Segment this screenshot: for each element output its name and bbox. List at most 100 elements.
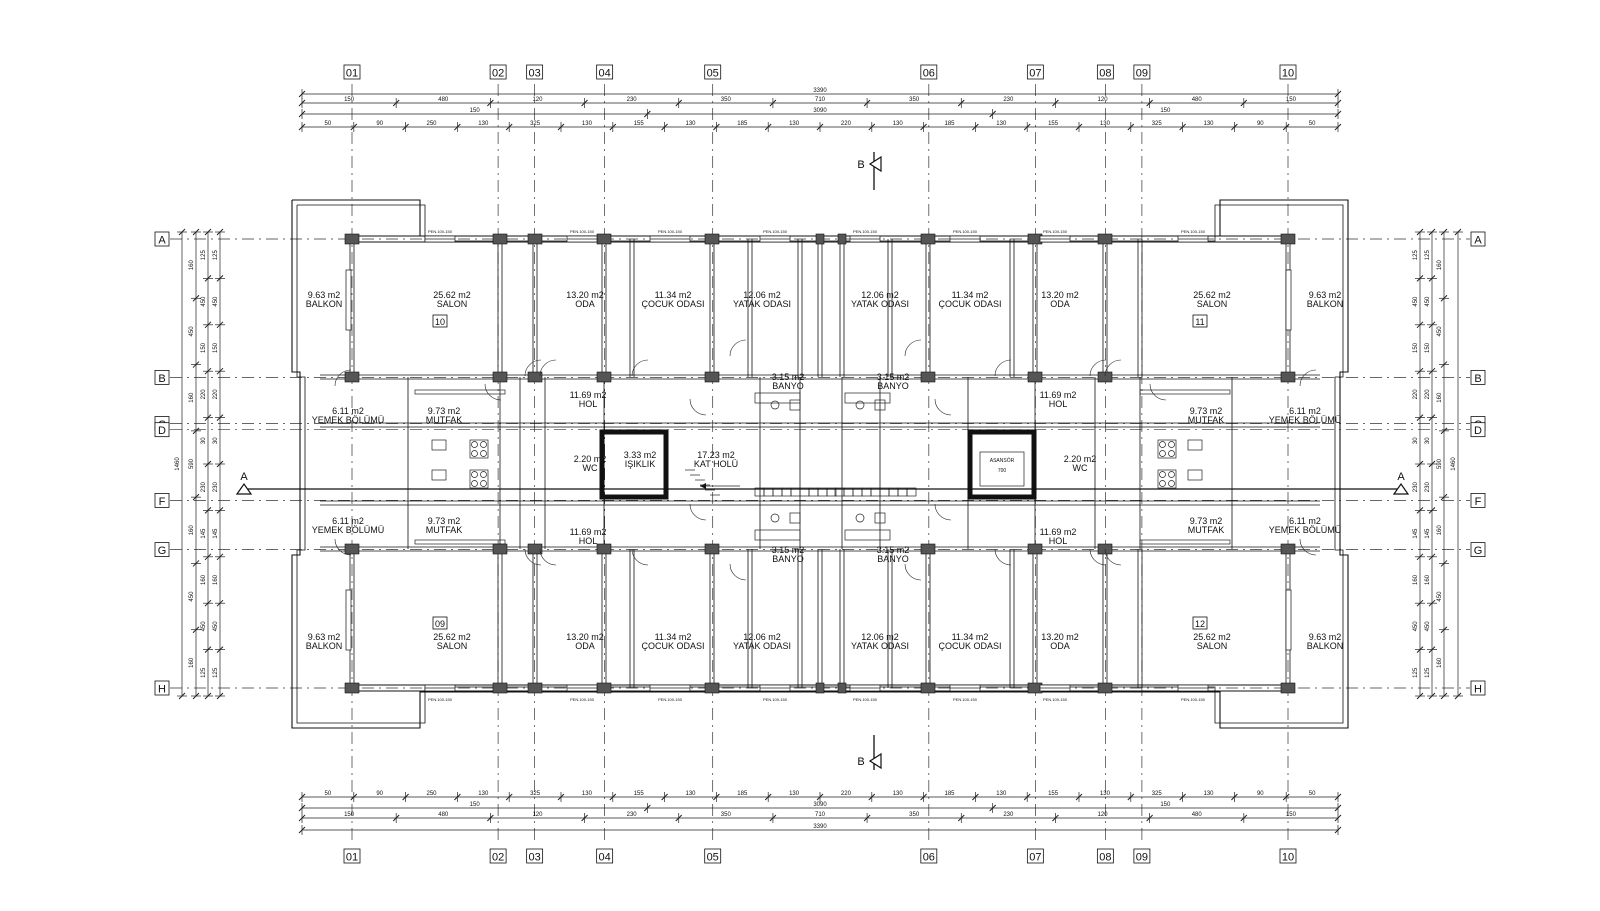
right-dim-0-value: 450 [1413,296,1419,307]
top-chain2-dim-value: 90 [1257,121,1264,127]
left-dim-2-value: 160 [201,574,207,585]
room-area: 3.15 m2 [772,372,805,382]
elevator-label: ASANSÖR [990,457,1015,464]
room-name: HOL [579,536,598,546]
stove [1157,439,1177,459]
axis-bubble-09 [1133,64,1151,80]
structural-column [1280,543,1296,555]
axis-label-09: 09 [1136,68,1148,80]
room-name: SALON [1197,641,1228,651]
axis-bubble-F [154,493,170,508]
left-dim-1-value: 160 [189,657,195,668]
axis-label-10: 10 [1282,852,1294,864]
window-label: PEN.100-150 [1043,229,1068,234]
room-area: 9.63 m2 [308,632,341,642]
structural-column [837,682,847,694]
room-name: MUTFAK [426,525,463,535]
axis-bubble-D [154,422,170,438]
axis-bubble-01 [343,64,361,80]
axis-label-B: B [158,373,165,385]
door-swing [904,563,922,581]
axis-bubble-F [1470,493,1486,508]
structural-column [527,682,543,694]
flat-number: 12 [1195,619,1205,629]
top-chain2-dim-value: 130 [478,121,489,127]
room-name: YATAK ODASI [733,299,791,309]
flat-number-box [432,616,448,630]
bottom-chain2-dim-value: 155 [634,791,645,797]
room-name: MUTFAK [1188,415,1225,425]
room-name: BALKON [1307,299,1344,309]
axis-label-04: 04 [599,68,611,80]
stair-arrow-head [700,483,706,489]
room-name: BANYO [877,381,909,391]
room-area: 9.63 m2 [1309,290,1342,300]
bottom-overall-dim-value: 3390 [813,824,827,830]
stove-burner [1159,450,1166,457]
left-dim-2-value: 125 [201,250,207,261]
axis-label-D: D [1474,425,1482,437]
axis-bubble-H [1470,680,1486,696]
axis-bubble-02 [489,64,507,80]
window-label: PEN.100-150 [428,229,453,234]
stove-burner [1168,441,1175,448]
room-name: BALKON [306,299,343,309]
room-area: 12.06 m2 [861,290,899,300]
room-name: SALON [437,641,468,651]
right-dim-2-value: 590 [1437,458,1443,469]
structural-column [492,682,508,694]
top-chain2-dim-value: 155 [634,121,645,127]
right-dim-2-value: 450 [1437,326,1443,337]
bottom-chain2-dim-value: 130 [789,791,800,797]
structural-column [596,233,612,245]
structural-column [344,543,360,555]
bottom-axis-dim-value: 150 [470,802,481,808]
balcony-door [345,589,352,651]
room-area: 2.20 m2 [574,454,607,464]
left-dim-1-value: 450 [189,591,195,602]
stove-burner [471,480,478,487]
bottom-chain2-dim-value: 130 [996,791,1007,797]
door-swing [1104,548,1122,566]
bottom-chain1-dim-value: 120 [1098,812,1109,818]
stove-burner [1159,471,1166,478]
axis-label-02: 02 [492,852,504,864]
top-axis-dim-value: 3090 [813,108,827,114]
top-chain2-dim-value: 130 [685,121,696,127]
balcony-door [1285,589,1292,651]
axis-label-07: 07 [1029,852,1041,864]
door-swing [1299,538,1317,556]
structural-column [527,371,543,383]
door-swing [1299,369,1317,387]
room-area: 11.69 m2 [1040,390,1077,400]
structural-column [492,371,508,383]
bottom-chain2-dim-value: 220 [841,791,852,797]
elevator-car [979,451,1025,487]
right-dim-1-value: 160 [1425,574,1431,585]
room-name: YEMEK BÖLÜMÜ [1269,415,1342,425]
section-b-marker [868,752,882,770]
room-area: 9.73 m2 [1190,516,1223,526]
door-swing [934,398,952,416]
kitchen-sink [431,469,447,481]
left-dim-0-value: 1460 [175,457,181,471]
room-name: MUTFAK [1188,525,1225,535]
bottom-chain2-dim-value: 185 [737,791,748,797]
room-name: YATAK ODASI [851,299,909,309]
door-swing [689,398,707,416]
room-name: YEMEK BÖLÜMÜ [312,525,385,535]
left-dim-2-value: 220 [201,389,207,400]
room-name: BANYO [772,554,804,564]
top-chain2-dim-value: 325 [1152,121,1163,127]
top-overall-dim-value: 3390 [813,88,827,94]
room-name: WC [583,463,598,473]
top-chain1-dim-value: 230 [627,97,638,103]
bottom-chain2-dim-value: 130 [582,791,593,797]
